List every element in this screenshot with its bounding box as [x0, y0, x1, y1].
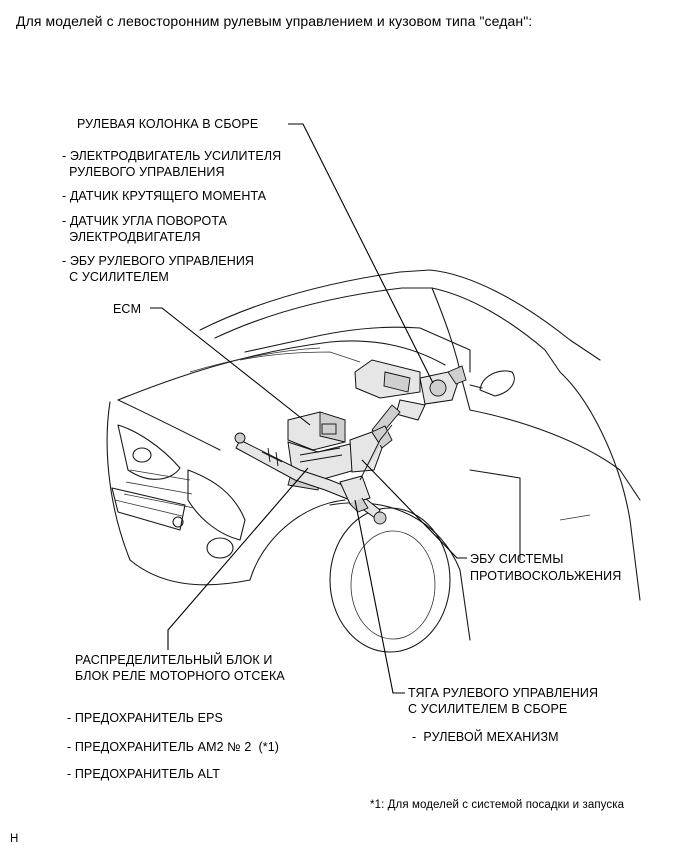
label-eps-ecu-line2: С УСИЛИТЕЛЕМ: [62, 270, 169, 284]
label-column-motor-line2: РУЛЕВОГО УПРАВЛЕНИЯ: [62, 165, 225, 179]
label-skid-ecu-line2: ПРОТИВОСКОЛЬЖЕНИЯ: [470, 569, 622, 583]
leader-junction-block: [167, 467, 309, 650]
leader-skid-ecu: [361, 459, 467, 559]
leader-lines: [150, 123, 467, 694]
car-body: [106, 269, 641, 653]
label-fuse-alt: - ПРЕДОХРАНИТЕЛЬ ALT: [67, 767, 220, 781]
label-column-motor-line1: - ЭЛЕКТРОДВИГАТЕЛЬ УСИЛИТЕЛЯ: [62, 149, 282, 163]
corner-mark: H: [10, 833, 19, 845]
label-steering-column: РУЛЕВАЯ КОЛОНКА В СБОРЕ: [77, 117, 259, 131]
label-junction-line2: БЛОК РЕЛЕ МОТОРНОГО ОТСЕКА: [75, 669, 285, 683]
label-fuse-am2: - ПРЕДОХРАНИТЕЛЬ AM2 № 2 (*1): [67, 740, 280, 754]
label-fuse-eps: - ПРЕДОХРАНИТЕЛЬ EPS: [67, 711, 223, 725]
label-motor-angle-line1: - ДАТЧИК УГЛА ПОВОРОТА: [62, 214, 228, 228]
label-steering-gear: - РУЛЕВОЙ МЕХАНИЗМ: [412, 730, 559, 744]
label-steering-link-line1: ТЯГА РУЛЕВОГО УПРАВЛЕНИЯ: [408, 686, 599, 700]
label-ecm: ECM: [113, 302, 142, 316]
steering-column-assembly: [354, 359, 467, 437]
label-skid-ecu-line1: ЭБУ СИСТЕМЫ: [470, 552, 564, 566]
ecm-unit: [287, 411, 346, 451]
label-motor-angle-line2: ЭЛЕКТРОДВИГАТЕЛЯ: [62, 230, 201, 244]
label-junction-line1: РАСПРЕДЕЛИТЕЛЬНЫЙ БЛОК И: [75, 653, 273, 667]
leader-ecm: [150, 307, 311, 426]
leader-steering-column: [288, 123, 434, 384]
leader-steering-link: [354, 499, 405, 694]
label-steering-link-line2: С УСИЛИТЕЛЕМ В СБОРЕ: [408, 702, 568, 716]
header-title: Для моделей с левосторонним рулевым упра…: [16, 13, 533, 29]
label-torque-sensor: - ДАТЧИК КРУТЯЩЕГО МОМЕНТА: [62, 189, 267, 203]
label-eps-ecu-line1: - ЭБУ РУЛЕВОГО УПРАВЛЕНИЯ: [62, 254, 255, 268]
footnote: *1: Для моделей с системой посадки и зап…: [370, 799, 625, 811]
